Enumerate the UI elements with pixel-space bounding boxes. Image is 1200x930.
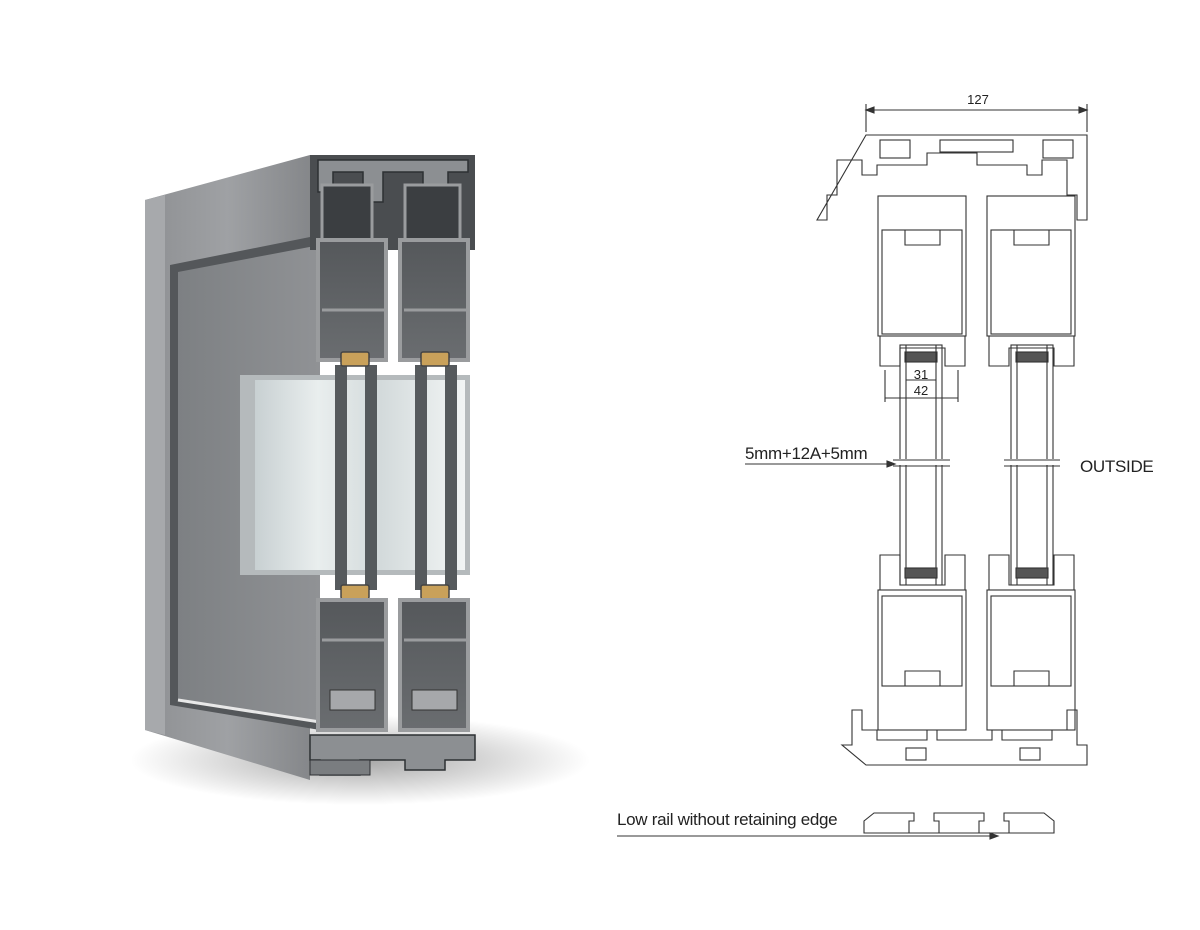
- frame-chamber-left: [320, 183, 374, 242]
- roller-right: [411, 689, 458, 711]
- upper-sash-left: [316, 238, 388, 362]
- left-sash-glazing-bottom: [879, 554, 966, 590]
- gasket-right-upper: [1015, 351, 1049, 363]
- right-sash-lower: [986, 589, 1076, 731]
- glass-spacer-left: [335, 365, 347, 590]
- right-sash-lower-groove: [1013, 670, 1050, 686]
- glass-spec-label: 5mm+12A+5mm: [745, 444, 867, 463]
- low-rail-arrow: [989, 832, 1000, 840]
- section-drawing: [617, 104, 1089, 840]
- dim-label-127: 127: [967, 92, 989, 107]
- roller-left: [329, 689, 376, 711]
- top-frame-chamber-3: [939, 139, 1014, 153]
- glass-spacer-right: [415, 365, 427, 590]
- dim-label-42: 42: [914, 383, 928, 398]
- glass-spec-arrow: [886, 460, 897, 468]
- right-sash-glazing-top: [988, 336, 1075, 367]
- dim-arrow-right: [1078, 106, 1089, 114]
- gasket-top-right: [420, 351, 450, 367]
- top-frame-outline: [816, 134, 1088, 221]
- left-sash-upper-chamber: [881, 229, 963, 335]
- bottom-frame-outline: [840, 709, 1088, 766]
- left-sash-lower-groove: [904, 670, 941, 686]
- gasket-left-upper: [904, 351, 938, 363]
- frame-side-edge: [145, 195, 165, 735]
- glass-pane: [255, 380, 465, 570]
- right-sash-upper-chamber: [990, 229, 1072, 335]
- gasket-bottom-right: [420, 584, 450, 600]
- low-rail-label: Low rail without retaining edge: [617, 810, 837, 829]
- left-sash-glazing-top: [879, 336, 966, 367]
- right-sash-upper: [986, 195, 1076, 337]
- left-sash-lower: [877, 589, 967, 731]
- glass-spacer-right-b: [445, 365, 457, 590]
- dim-arrow-left: [864, 106, 875, 114]
- glass-spacer-left-b: [365, 365, 377, 590]
- dim-label-31: 31: [914, 367, 928, 382]
- bottom-rail-track-1: [905, 747, 927, 761]
- gasket-bottom-left: [340, 584, 370, 600]
- top-frame-chamber-2: [1042, 139, 1074, 159]
- left-sash-lower-chamber: [881, 595, 963, 687]
- frame-bottom-foot: [309, 759, 371, 776]
- right-sash-upper-groove: [1013, 230, 1050, 246]
- right-sash-glazing-bottom: [988, 554, 1075, 590]
- left-sash-upper-groove: [904, 230, 941, 246]
- left-sash-upper: [877, 195, 967, 337]
- gasket-right-lower: [1015, 567, 1049, 579]
- right-sash-lower-chamber: [990, 595, 1072, 687]
- low-rail-profile: [863, 812, 1055, 834]
- frame-chamber-right: [403, 183, 462, 242]
- gasket-top-left: [340, 351, 370, 367]
- sash-highlight: [177, 698, 321, 724]
- upper-sash-right: [398, 238, 470, 362]
- outside-label: OUTSIDE: [1080, 457, 1153, 476]
- gasket-left-lower: [904, 567, 938, 579]
- bottom-rail-track-2: [1019, 747, 1041, 761]
- top-frame-chamber-1: [879, 139, 911, 159]
- profile-render: [130, 155, 590, 805]
